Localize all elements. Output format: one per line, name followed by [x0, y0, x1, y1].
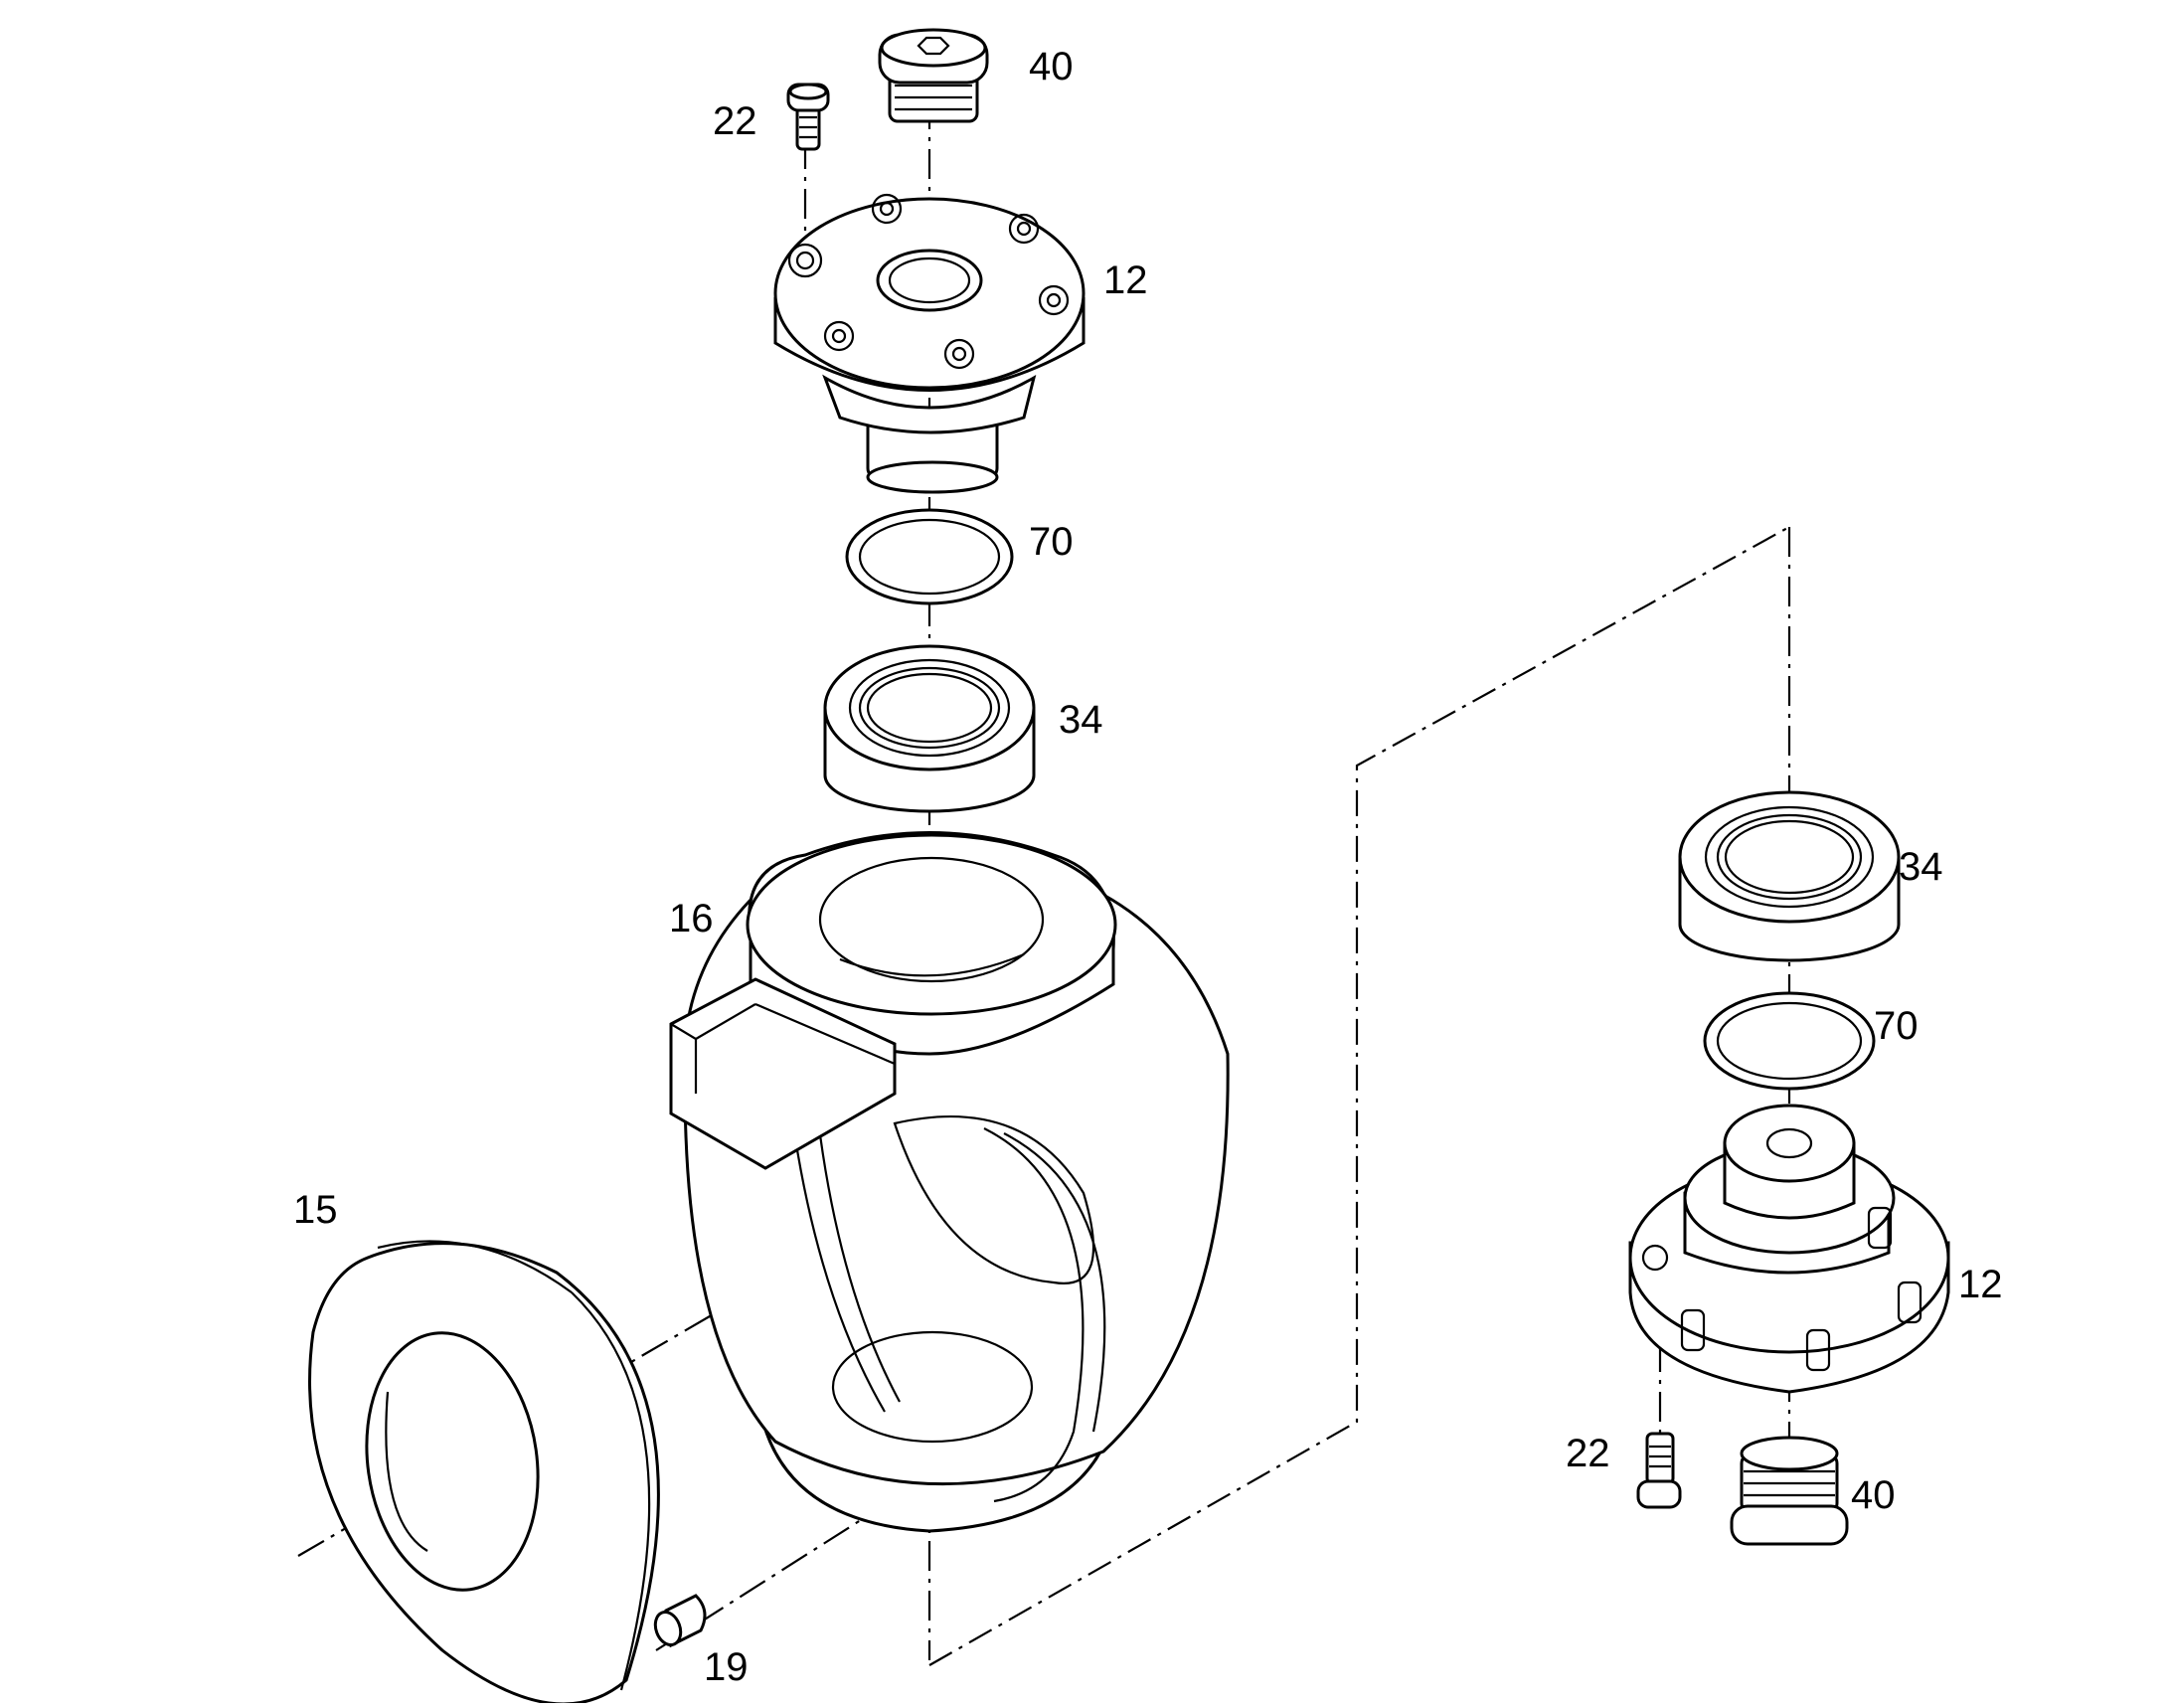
- right-plug: [1730, 1436, 1849, 1546]
- callout-40-top: 40: [1029, 45, 1074, 88]
- callout-70-right: 70: [1874, 1004, 1919, 1048]
- callout-22-right: 22: [1566, 1432, 1610, 1475]
- callout-34-right: 34: [1899, 845, 1943, 889]
- right-cover: [1628, 1104, 1950, 1394]
- seal-plate: [308, 1240, 660, 1706]
- callout-labels: 40 22 12 70 34 16 15 19 34 70 12 22 40: [293, 45, 2003, 1689]
- valve-housing: [669, 831, 1230, 1533]
- callout-40-right: 40: [1851, 1473, 1896, 1517]
- pin: [653, 1594, 707, 1648]
- callout-12-top: 12: [1103, 258, 1148, 302]
- top-screw: [786, 83, 830, 151]
- top-plug: [878, 28, 989, 123]
- callout-22-top: 22: [713, 99, 757, 143]
- callout-70-top: 70: [1029, 520, 1074, 564]
- assembly-connector-line: [928, 526, 1790, 1666]
- callout-15: 15: [293, 1188, 338, 1232]
- callout-34-top: 34: [1059, 698, 1103, 742]
- callout-12-right: 12: [1958, 1263, 2003, 1306]
- callout-16: 16: [669, 897, 714, 940]
- top-o-ring: [845, 508, 1014, 605]
- right-screw: [1636, 1432, 1682, 1509]
- right-bearing: [1678, 790, 1901, 962]
- callout-19: 19: [704, 1645, 749, 1689]
- top-cover: [773, 193, 1086, 494]
- right-o-ring: [1703, 991, 1876, 1091]
- top-bearing: [823, 644, 1036, 813]
